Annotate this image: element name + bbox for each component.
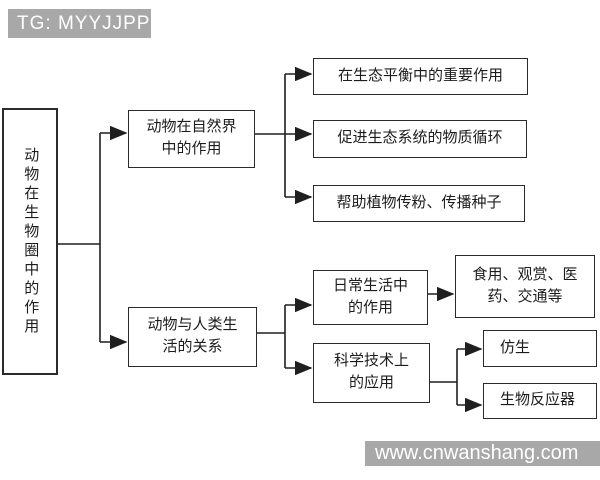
website-watermark: www.cnwanshang.com xyxy=(365,441,600,466)
node-relation-to-human-life: 动物与人类生 活的关系 xyxy=(128,307,257,367)
node-bioreactor: 生物反应器 xyxy=(483,383,597,419)
node-root-animals-in-biosphere: 动物在生物圈中的作用 xyxy=(2,108,58,375)
node-pollination-seed-dispersal: 帮助植物传粉、传播种子 xyxy=(313,185,525,222)
node-daily-life-role: 日常生活中 的作用 xyxy=(313,270,428,325)
tg-watermark-badge: TG: MYYJJPP xyxy=(8,9,151,38)
node-ecological-balance: 在生态平衡中的重要作用 xyxy=(313,58,528,95)
node-daily-uses: 食用、观赏、医 药、交通等 xyxy=(455,255,595,318)
node-bionics: 仿生 xyxy=(483,330,597,367)
node-role-in-nature: 动物在自然界 中的作用 xyxy=(128,110,255,168)
node-material-cycle: 促进生态系统的物质循环 xyxy=(313,120,527,158)
node-science-technology-application: 科学技术上 的应用 xyxy=(313,343,430,403)
